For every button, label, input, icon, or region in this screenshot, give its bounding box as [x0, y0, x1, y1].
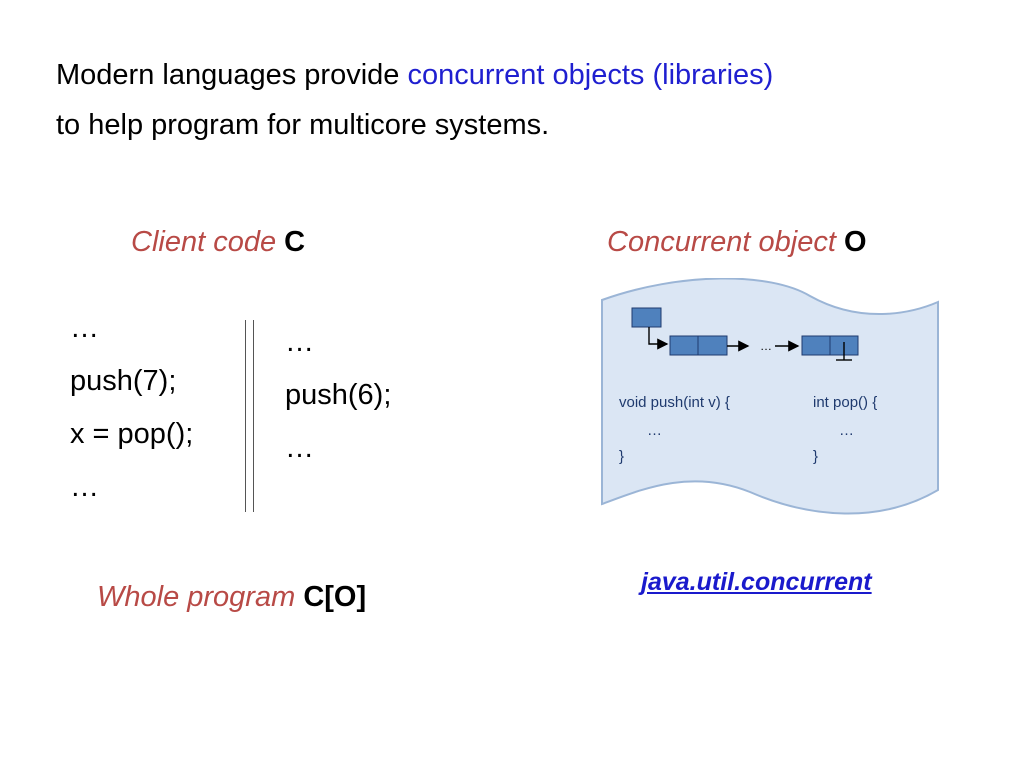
client-code-symbol: C [284, 226, 306, 258]
concurrent-object-symbol: O [843, 226, 867, 258]
intro-prefix: Modern languages provide [56, 59, 408, 91]
concurrent-object-diagram: … void push(int v) { … } int pop() { … } [601, 278, 939, 515]
thread1-code: … push(7); x = pop(); … [70, 302, 193, 514]
intro-text: Modern languages provide concurrent obje… [56, 50, 996, 150]
code-line: push(7); [70, 365, 177, 397]
whole-program-label: Whole program [97, 581, 296, 613]
pop-close: } [813, 448, 818, 465]
parallel-bar-right [253, 320, 254, 512]
client-code-heading: Client code C [131, 224, 305, 260]
code-line: x = pop(); [70, 418, 194, 450]
client-code-label: Client code [131, 226, 277, 258]
list-ellipsis: … [760, 339, 772, 353]
push-body: … [647, 422, 662, 439]
push-close: } [619, 448, 624, 465]
pop-signature: int pop() { [813, 394, 877, 411]
pop-body: … [839, 422, 854, 439]
whole-program-heading: Whole program C[O] [97, 579, 366, 615]
push-signature: void push(int v) { [619, 394, 730, 411]
intro-highlight: concurrent objects (libraries) [407, 59, 774, 91]
java-util-concurrent-link[interactable]: java.util.concurrent [641, 568, 872, 596]
intro-line2: to help program for multicore systems. [56, 109, 550, 141]
head-pointer-arrow [648, 327, 669, 350]
concurrent-object-label: Concurrent object [607, 226, 836, 258]
thread2-code: … push(6); … [285, 316, 391, 475]
whole-program-symbol: C[O] [303, 581, 367, 613]
code-line: … [285, 432, 314, 464]
concurrent-object-heading: Concurrent object O [607, 224, 867, 260]
code-line: … [70, 471, 99, 503]
code-line: push(6); [285, 379, 392, 411]
head-node [631, 307, 662, 328]
code-line: … [285, 326, 314, 358]
parallel-bar-left [245, 320, 246, 512]
code-line: … [70, 312, 99, 344]
